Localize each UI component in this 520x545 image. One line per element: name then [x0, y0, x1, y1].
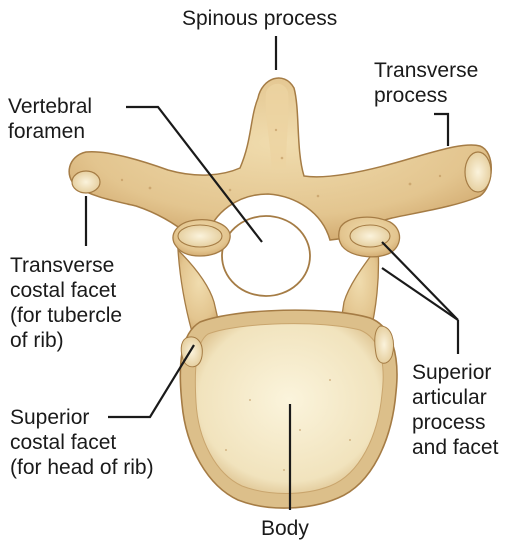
leader-superior-articular-1 [382, 242, 458, 320]
label-line: articular [412, 385, 498, 410]
label-line: Transverse [374, 58, 478, 83]
right-transverse-costal-facet [465, 152, 491, 192]
label-spinous-process: Spinous process [182, 6, 337, 31]
left-superior-articular-facet [178, 225, 222, 247]
label-line: costal facet [10, 278, 122, 303]
left-transverse-costal-facet [72, 171, 100, 193]
right-superior-costal-facet [375, 326, 394, 363]
label-line: of rib) [10, 328, 122, 353]
label-body-text: Body [261, 516, 309, 541]
label-body: Body [261, 516, 309, 541]
label-line: foramen [8, 119, 92, 144]
leader-superior-articular-2 [382, 268, 458, 320]
label-transverse-costal-facet: Transverse costal facet (for tubercle of… [10, 253, 122, 353]
label-vertebral-foramen: Vertebral foramen [8, 94, 92, 144]
label-transverse-process: Transverse process [374, 58, 478, 108]
label-line: (for head of rib) [10, 455, 154, 480]
label-superior-articular-process: Superior articular process and facet [412, 360, 498, 460]
label-line: Superior [412, 360, 498, 385]
label-superior-costal-facet: Superior costal facet (for head of rib) [10, 405, 154, 480]
label-line: process [374, 83, 478, 108]
label-line: Vertebral [8, 94, 92, 119]
label-line: (for tubercle [10, 303, 122, 328]
label-spinous-process-text: Spinous process [182, 6, 337, 31]
label-line: process [412, 410, 498, 435]
label-line: and facet [412, 435, 498, 460]
vertebral-foramen [222, 216, 310, 296]
label-line: costal facet [10, 430, 154, 455]
label-line: Transverse [10, 253, 122, 278]
label-line: Superior [10, 405, 154, 430]
leader-transverse-process [434, 114, 448, 146]
